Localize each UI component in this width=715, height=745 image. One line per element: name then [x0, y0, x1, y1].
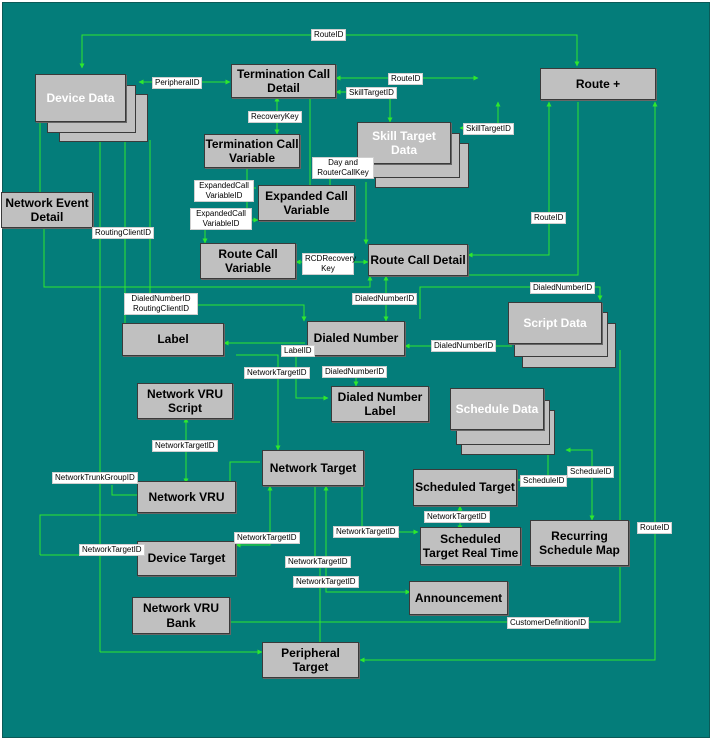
- dialed-number-label-entity[interactable]: Dialed Number Label: [331, 386, 429, 422]
- network-event-detail-entity[interactable]: Network Event Detail: [1, 192, 93, 228]
- customer-definition-id-label: CustomerDefinitionID: [507, 617, 590, 629]
- route-id-label: RouteID: [388, 73, 424, 85]
- network-target-id-label: NetworkTargetID: [79, 544, 145, 556]
- connector: [361, 480, 419, 535]
- skill-target-id-label: SkillTargetID: [346, 87, 397, 99]
- connector: [39, 514, 137, 555]
- dialed-number-routing-client-label: DialedNumberID RoutingClientID: [124, 293, 198, 315]
- connector: [111, 485, 137, 496]
- route-id-label: RouteID: [637, 522, 673, 534]
- schedule-id-label: ScheduleID: [567, 466, 615, 478]
- recurring-schedule-map-entity[interactable]: Recurring Schedule Map: [530, 520, 629, 566]
- script-data-entity[interactable]: Script Data: [508, 302, 602, 344]
- label-id-label: LabelID: [281, 345, 315, 357]
- route-call-variable-entity[interactable]: Route Call Variable: [200, 243, 296, 279]
- dialed-number-id-label: DialedNumberID: [431, 340, 497, 352]
- network-vru-entity[interactable]: Network VRU: [137, 481, 236, 513]
- connector: [235, 485, 273, 548]
- peripheral-target-entity[interactable]: Peripheral Target: [262, 642, 359, 678]
- termination-call-variable-entity[interactable]: Termination Call Variable: [204, 134, 300, 168]
- network-target-entity[interactable]: Network Target: [262, 450, 364, 486]
- network-target-id-label: NetworkTargetID: [424, 511, 490, 523]
- connector: [236, 354, 281, 451]
- expanded-call-variable-id-label: ExpandedCall VariableID: [194, 180, 254, 202]
- dialed-number-id-label: DialedNumberID: [530, 282, 596, 294]
- network-vru-bank-entity[interactable]: Network VRU Bank: [132, 597, 230, 634]
- recovery-key-label: RecoveryKey: [248, 111, 302, 123]
- scheduled-target-real-time-entity[interactable]: Scheduled Target Real Time: [420, 527, 521, 565]
- route-id-label: RouteID: [311, 29, 347, 41]
- network-target-id-label: NetworkTargetID: [234, 532, 300, 544]
- connector: [229, 461, 260, 481]
- network-vru-script-entity[interactable]: Network VRU Script: [137, 383, 233, 419]
- dialed-number-id-label: DialedNumberID: [322, 366, 388, 378]
- label-entity[interactable]: Label: [122, 323, 224, 356]
- connector: [359, 101, 658, 663]
- expanded-call-variable-id-label: ExpandedCall VariableID: [190, 208, 252, 230]
- connector: [230, 350, 621, 623]
- connector: [468, 102, 579, 276]
- skill-target-id-label: SkillTargetID: [463, 123, 514, 135]
- route-call-detail-entity[interactable]: Route Call Detail: [368, 244, 468, 276]
- route-entity[interactable]: Route +: [540, 68, 656, 100]
- peripheral-id-label: PeripheralID: [152, 77, 203, 89]
- announcement-entity[interactable]: Announcement: [409, 581, 508, 615]
- rcd-recovery-key-label: RCDRecovery Key: [302, 253, 356, 275]
- device-target-entity[interactable]: Device Target: [137, 541, 236, 576]
- routing-client-id-label: RoutingClientID: [92, 227, 155, 239]
- network-trunk-group-id-label: NetworkTrunkGroupID: [52, 472, 138, 484]
- connector: [323, 485, 411, 595]
- connector: [565, 447, 595, 521]
- network-target-id-label: NetworkTargetID: [244, 367, 310, 379]
- network-target-id-label: NetworkTargetID: [333, 526, 399, 538]
- expanded-call-variable-entity[interactable]: Expanded Call Variable: [258, 185, 355, 221]
- schedule-data-entity[interactable]: Schedule Data: [450, 388, 544, 430]
- day-router-call-key-label: Day and RouterCallKey: [312, 157, 374, 179]
- route-id-label: RouteID: [531, 212, 567, 224]
- schedule-id-label: ScheduleID: [520, 475, 568, 487]
- device-data-entity[interactable]: Device Data: [35, 74, 126, 122]
- connector: [150, 304, 307, 322]
- network-target-id-label: NetworkTargetID: [293, 576, 359, 588]
- dialed-number-id-label: DialedNumberID: [352, 293, 418, 305]
- network-target-id-label: NetworkTargetID: [152, 440, 218, 452]
- dialed-number-entity[interactable]: Dialed Number: [307, 321, 405, 356]
- network-target-id-label: NetworkTargetID: [285, 556, 351, 568]
- scheduled-target-entity[interactable]: Scheduled Target: [413, 469, 517, 506]
- termination-call-detail-entity[interactable]: Termination Call Detail: [231, 64, 336, 98]
